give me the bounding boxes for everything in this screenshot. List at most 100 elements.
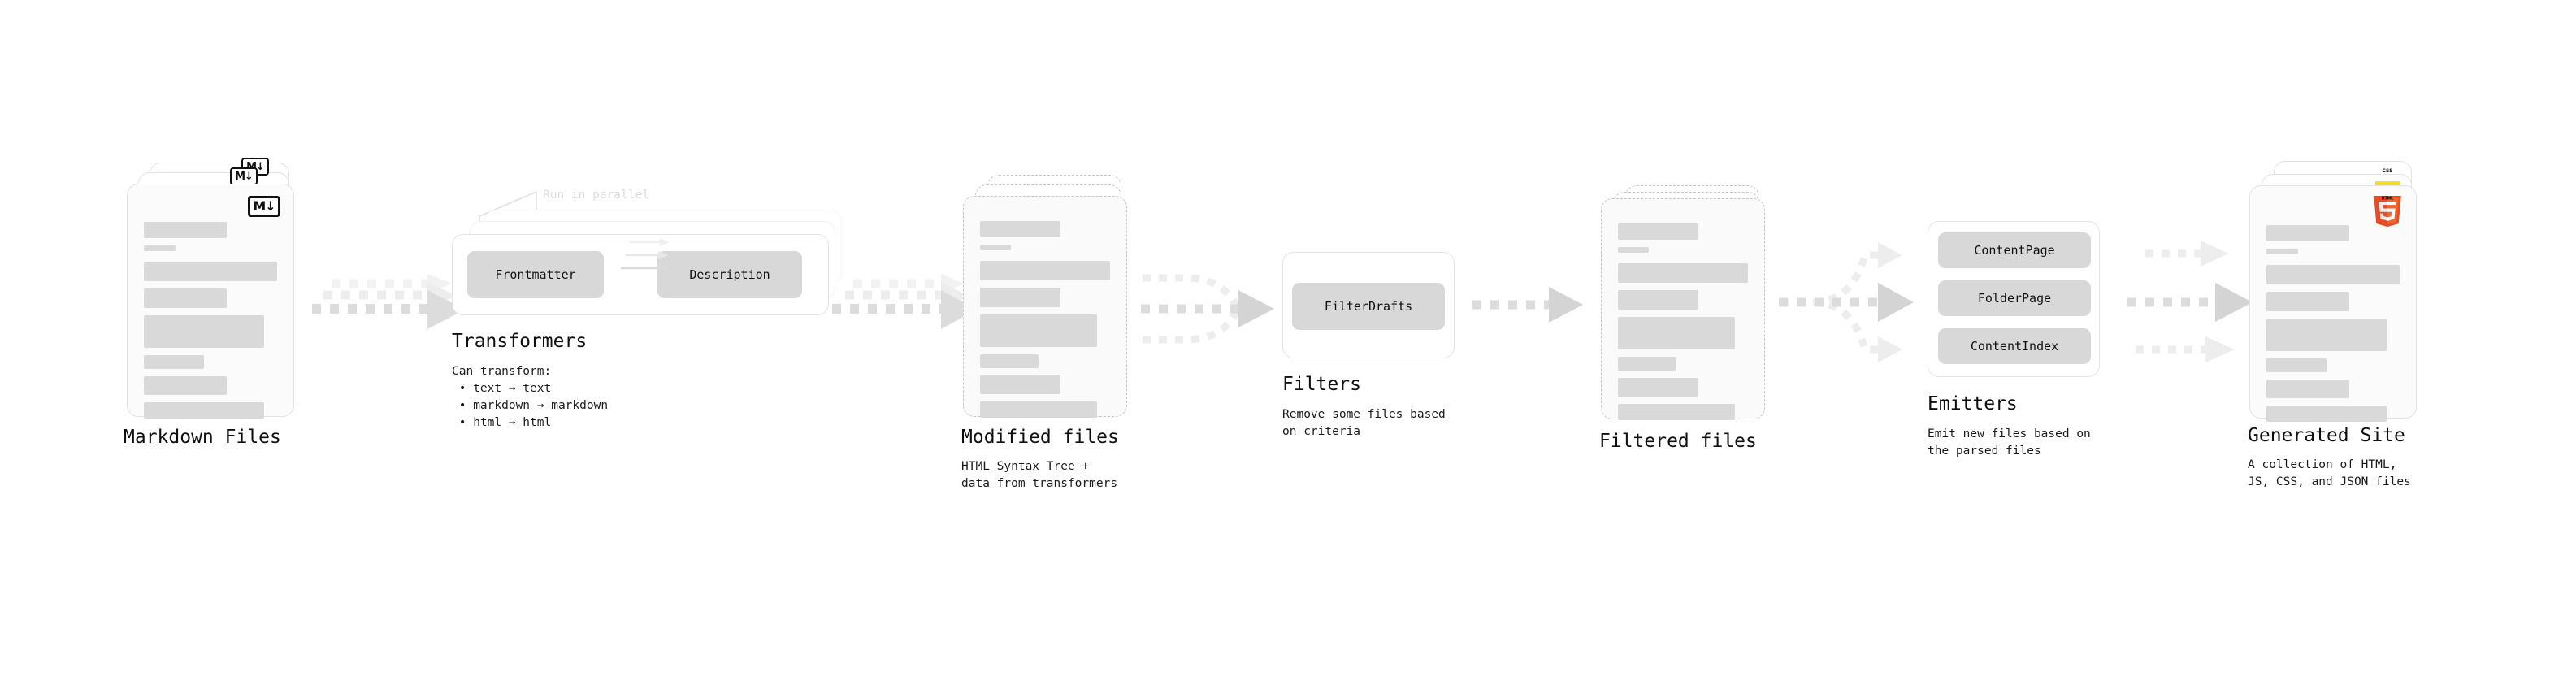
caption-modified-files: Modified files HTML Syntax Tree + data f…	[961, 427, 1119, 492]
arrow-layer-back-2	[853, 274, 964, 293]
plugin-chip-folderpage[interactable]: FolderPage	[1938, 280, 2091, 316]
emitter-group-box: ContentPage FolderPage ContentIndex	[1928, 221, 2100, 377]
skeleton-line	[144, 315, 264, 348]
file-skeleton-lines	[1618, 223, 1748, 427]
connector-transformers-to-modified	[832, 274, 977, 329]
connector-emitters-to-site	[2127, 241, 2253, 362]
skeleton-line	[980, 375, 1061, 394]
filtered-file-stack	[1601, 185, 1776, 429]
stage-title: Filtered files	[1599, 431, 1757, 452]
markdown-file-stack: M↓ M↓ M↓	[127, 158, 306, 423]
skeleton-line	[980, 288, 1061, 307]
stage-title: Transformers	[452, 331, 588, 352]
transformer-group-front: Frontmatter Description	[452, 234, 829, 315]
arrow-head-bottom	[1878, 336, 1902, 362]
file-skeleton-lines	[980, 221, 1110, 425]
stage-filtered-files: Filtered files	[1599, 185, 1776, 452]
arrow-layer-front	[832, 290, 977, 329]
plugin-chip-filterdrafts[interactable]: FilterDrafts	[1292, 283, 1445, 330]
skeleton-line	[980, 354, 1039, 368]
skeleton-line	[1618, 357, 1676, 371]
caption-filtered-files: Filtered files	[1599, 431, 1757, 452]
modified-file-stack	[963, 175, 1138, 427]
skeleton-line	[980, 221, 1061, 237]
file-skeleton-lines	[144, 222, 277, 426]
arrow-layer-back-1	[845, 282, 969, 310]
caption-emitters: Emitters Emit new files based on the par…	[1928, 393, 2091, 460]
skeleton-line	[2266, 319, 2387, 351]
skeleton-line	[1618, 317, 1735, 349]
arrow-head-middle	[1878, 283, 1914, 322]
file-card-front	[963, 196, 1127, 418]
skeleton-line	[1618, 290, 1699, 310]
skeleton-line	[2266, 406, 2387, 422]
arrow-layer-back-2	[332, 274, 452, 293]
skeleton-line	[2266, 225, 2349, 241]
skeleton-line	[2266, 380, 2349, 398]
caption-generated-site: Generated Site A collection of HTML, JS,…	[2248, 425, 2411, 491]
plugin-chip-description[interactable]: Description	[657, 251, 802, 298]
connector-md-to-transformers	[312, 274, 465, 329]
caption-transformers: Transformers Can transform: • text → tex…	[452, 331, 608, 432]
skeleton-line	[2266, 249, 2299, 254]
arrow-layer-front	[312, 290, 465, 329]
run-in-parallel-label: Run in parallel	[543, 189, 649, 202]
stage-title: Modified files	[961, 427, 1119, 448]
stage-title: Markdown Files	[124, 427, 281, 448]
svg-text:HTML: HTML	[2382, 196, 2395, 201]
file-skeleton-lines	[2266, 225, 2400, 429]
stage-title: Filters	[1282, 374, 1361, 395]
markdown-badge-back-1: M↓	[230, 167, 258, 185]
plugin-chip-frontmatter[interactable]: Frontmatter	[467, 251, 604, 298]
filter-group-box: FilterDrafts	[1282, 252, 1455, 358]
skeleton-line	[1618, 247, 1650, 253]
plugin-chip-contentindex[interactable]: ContentIndex	[1938, 328, 2091, 364]
internal-arrow-back-1	[626, 251, 669, 259]
skeleton-line	[144, 222, 227, 238]
stage-subtitle: Emit new files based on the parsed files	[1928, 427, 2091, 458]
skeleton-line	[1618, 378, 1699, 397]
skeleton-line	[144, 288, 227, 308]
stage-subtitle: A collection of HTML, JS, CSS, and JSON …	[2248, 458, 2411, 489]
skeleton-line	[144, 376, 227, 395]
skeleton-line	[2266, 358, 2327, 372]
skeleton-line	[2266, 292, 2349, 311]
connector-modified-to-filters	[1141, 274, 1274, 344]
skeleton-line	[980, 261, 1110, 280]
generated-file-stack: CSS JS HTML	[2249, 161, 2428, 422]
arrow-row-middle	[2127, 283, 2253, 322]
arrow-row-top	[2145, 241, 2228, 267]
file-card-front	[1601, 198, 1765, 420]
stage-title: Generated Site	[2248, 425, 2405, 446]
stage-generated-site: CSS JS HTML Generated Site A collection …	[2248, 161, 2428, 488]
skeleton-line	[144, 245, 176, 251]
internal-plugin-arrows	[621, 238, 670, 273]
arrow-head	[1238, 290, 1274, 327]
arrow-row-bottom	[2136, 336, 2235, 362]
markdown-badge: M↓	[248, 196, 280, 217]
internal-arrow-back-2	[629, 238, 670, 246]
stage-subtitle: Remove some files based on criteria	[1282, 408, 1446, 439]
file-card-front: HTML	[2249, 185, 2417, 422]
arrow-head	[1549, 287, 1583, 323]
skeleton-line	[1618, 223, 1699, 240]
arrow-head-top	[1878, 242, 1902, 268]
connector-filters-to-filtered	[1472, 287, 1583, 323]
connector-filtered-to-emitters	[1779, 242, 1914, 362]
html5-badge: HTML	[2374, 196, 2401, 227]
skeleton-line	[144, 402, 264, 419]
stage-subtitle: Can transform: • text → text • markdown …	[452, 365, 609, 430]
stage-markdown-files: M↓ M↓ M↓ Markdown Files	[124, 158, 306, 448]
skeleton-line	[1618, 263, 1748, 283]
plugin-chip-contentpage[interactable]: ContentPage	[1938, 232, 2091, 268]
skeleton-line	[2266, 265, 2400, 284]
stage-modified-files: Modified files HTML Syntax Tree + data f…	[961, 175, 1138, 490]
arrow-layer-back-1	[323, 282, 457, 310]
skeleton-line	[1618, 404, 1735, 420]
skeleton-line	[144, 355, 204, 369]
skeleton-line	[980, 401, 1097, 418]
caption-markdown-files: Markdown Files	[124, 427, 281, 448]
file-card-front: M↓	[127, 184, 294, 419]
internal-arrow-front	[621, 263, 669, 273]
